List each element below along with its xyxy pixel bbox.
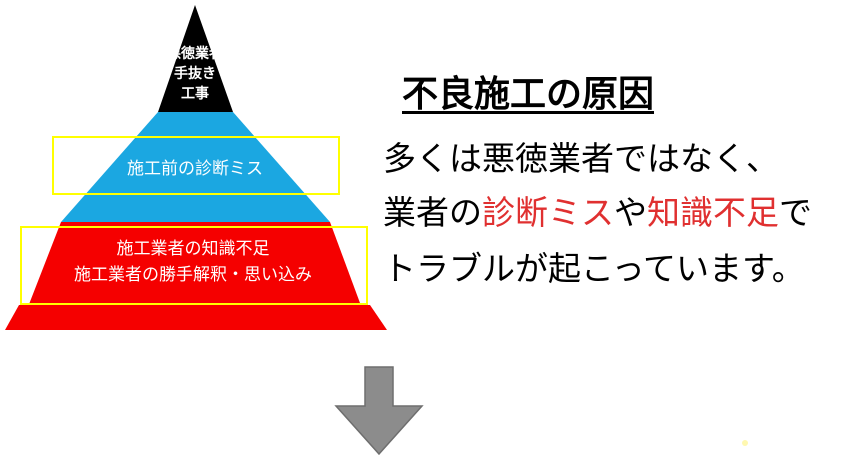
top-tier-line: 工事 xyxy=(181,86,209,102)
sparkle-dot xyxy=(742,440,748,446)
top-tier-label: 悪徳業者 手抜き 工事 xyxy=(150,44,240,104)
body-text: や xyxy=(614,193,647,232)
body-line-1: 多くは悪徳業者ではなく、 xyxy=(383,139,779,178)
body-line-3: トラブルが起こっています。 xyxy=(383,249,805,288)
top-tier-line: 悪徳業者 xyxy=(167,46,223,62)
heading: 不良施工の原因 xyxy=(402,73,655,115)
down-arrow-shape xyxy=(334,366,424,455)
body-text: 業者の xyxy=(383,193,482,232)
highlight-lack-of-knowledge: 知識不足 xyxy=(647,193,779,232)
bottom-tier-line: 施工業者の勝手解釈・思い込み xyxy=(74,265,312,285)
middle-tier-outline xyxy=(52,136,340,195)
bottom-tier-line: 施工業者の知識不足 xyxy=(116,239,270,259)
middle-tier-label: 施工前の診断ミス xyxy=(127,159,263,179)
top-tier-line: 手抜き xyxy=(174,66,216,82)
pyramid-base-strip xyxy=(5,305,387,330)
highlight-diagnosis-error: 診断ミス xyxy=(482,193,614,232)
bottom-tier-outline xyxy=(20,226,368,305)
body-line-2: 業者の診断ミスや知識不足で xyxy=(383,190,812,236)
bottom-tier-label: 施工業者の知識不足 施工業者の勝手解釈・思い込み xyxy=(18,236,368,288)
down-arrow-icon xyxy=(334,366,424,455)
pyramid-top-tier xyxy=(158,5,233,112)
body-text: で xyxy=(779,193,812,232)
